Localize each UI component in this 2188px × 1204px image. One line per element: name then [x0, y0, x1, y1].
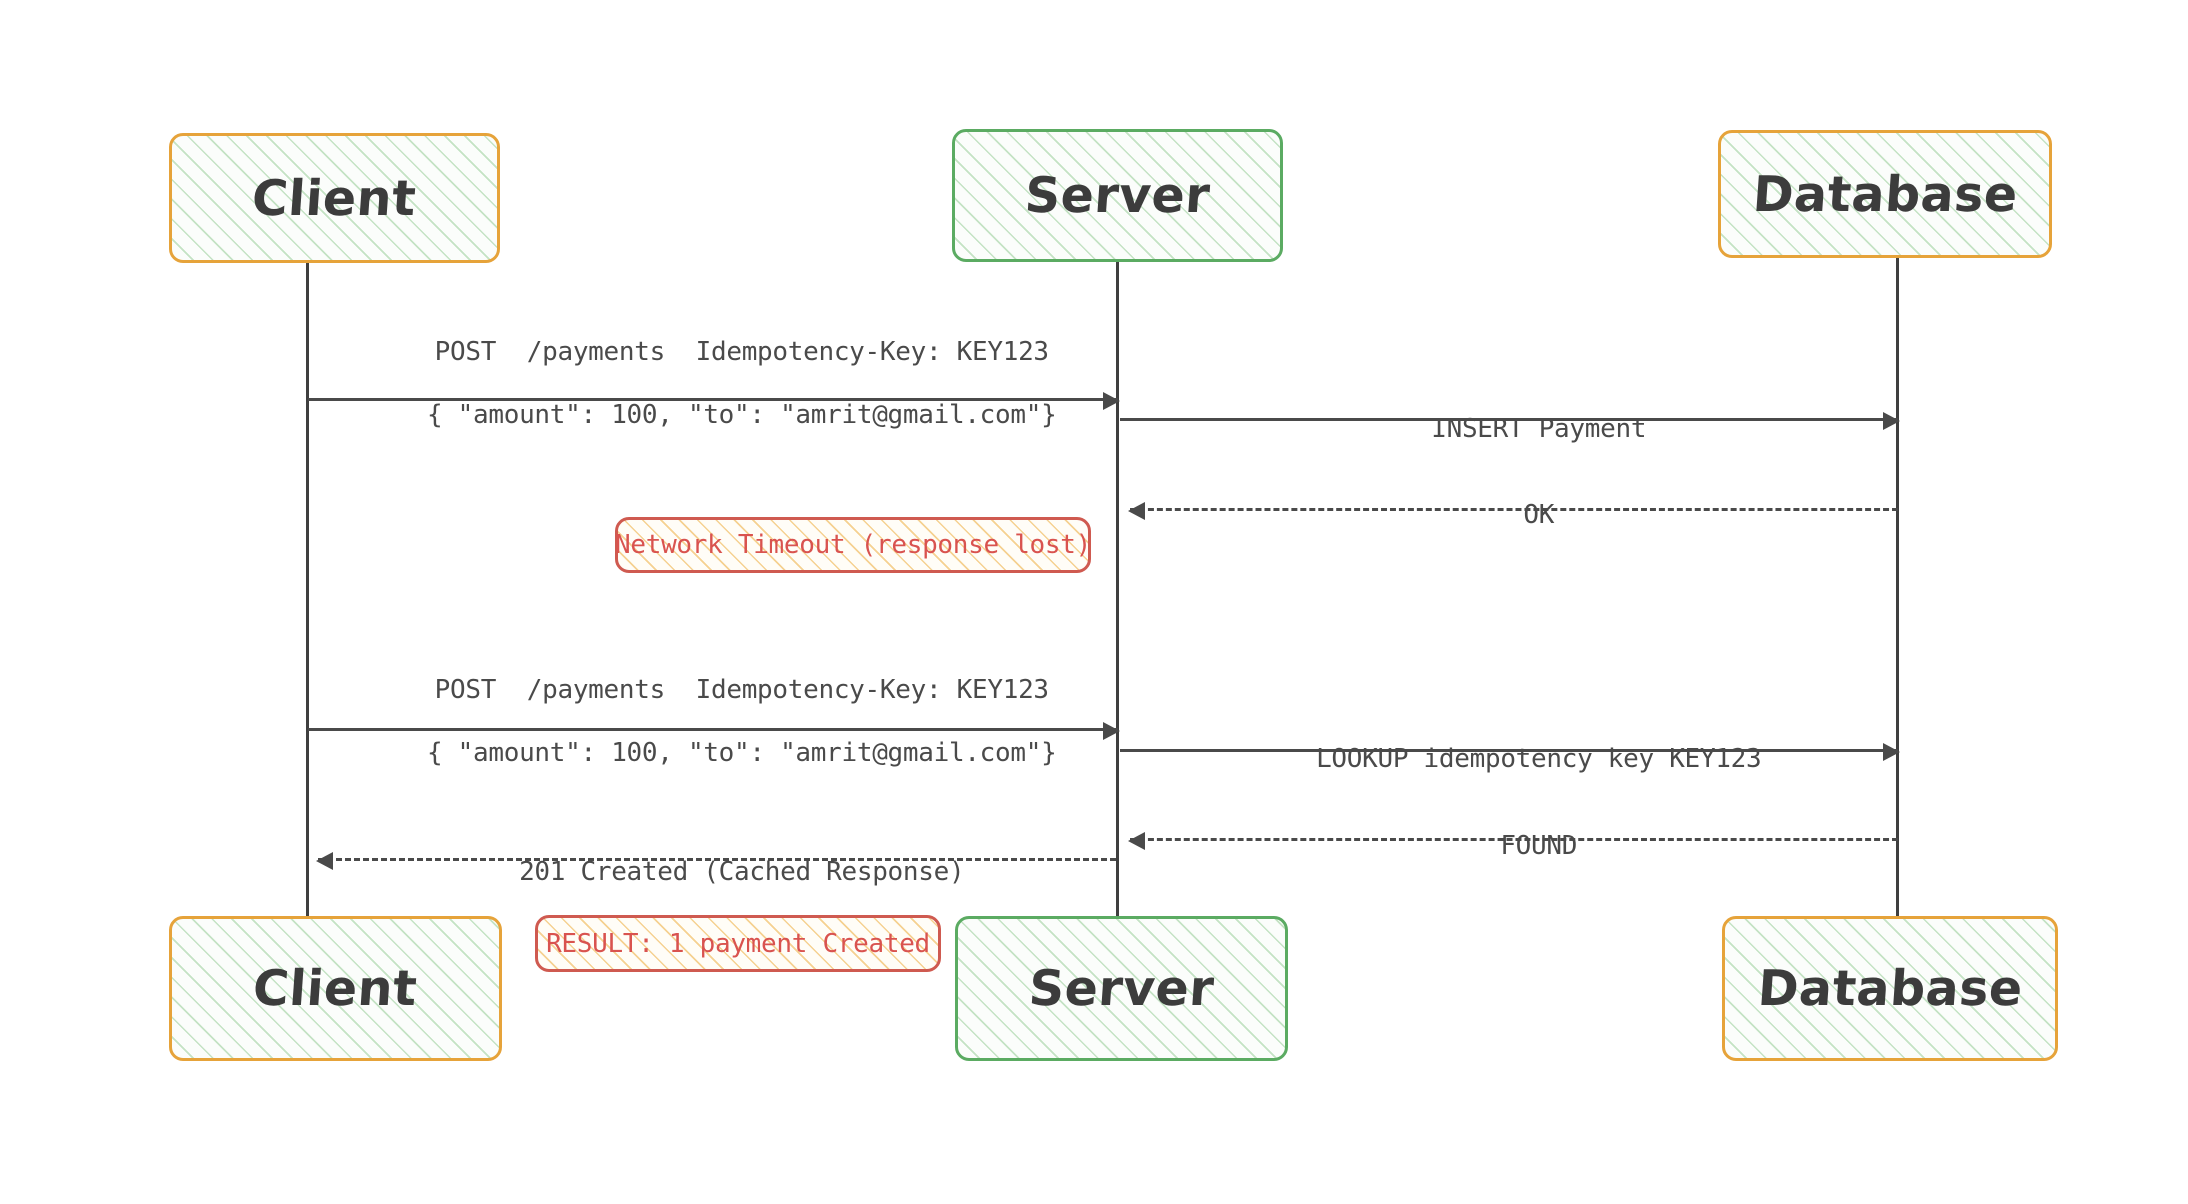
- message-post-payments-1-arrow: [308, 392, 1120, 410]
- message-post-payments-1-label: POST /payments Idempotency-Key: KEY123 {…: [306, 305, 1116, 464]
- message-insert-payment-label: INSERT Payment: [1118, 382, 1898, 477]
- arrowhead-left-icon: [1128, 832, 1145, 850]
- actor-server-top[interactable]: Server: [952, 129, 1283, 262]
- lifeline-client: [306, 262, 309, 916]
- actor-client-bottom-label: Client: [251, 960, 420, 1017]
- note-network-timeout: Network Timeout (response lost): [615, 517, 1091, 573]
- message-created-cached-label: 201 Created (Cached Response): [306, 825, 1116, 920]
- message-created-cached-arrow: [316, 852, 1116, 870]
- message-lookup-idempotency-key-arrow: [1120, 743, 1900, 761]
- actor-client-bottom[interactable]: Client: [169, 916, 502, 1061]
- actor-database-top[interactable]: Database: [1718, 130, 2052, 258]
- message-post-payments-2-line1: POST /payments Idempotency-Key: KEY123: [434, 674, 1049, 705]
- message-ok-arrow: [1128, 502, 1898, 520]
- message-post-payments-1-line1: POST /payments Idempotency-Key: KEY123: [434, 336, 1049, 367]
- message-lookup-idempotency-key-line1: LOOKUP idempotency key KEY123: [1316, 743, 1762, 774]
- message-insert-payment-arrow: [1120, 412, 1900, 430]
- note-result-label: RESULT: 1 payment Created: [546, 928, 930, 959]
- actor-database-bottom-label: Database: [1755, 960, 2025, 1017]
- message-created-cached-line1: 201 Created (Cached Response): [519, 856, 965, 887]
- arrowhead-left-icon: [1128, 502, 1145, 520]
- message-lookup-idempotency-key-label: LOOKUP idempotency key KEY123: [1118, 712, 1898, 807]
- arrowhead-right-icon: [1883, 743, 1900, 761]
- message-post-payments-2-arrow: [308, 722, 1120, 740]
- arrowhead-left-icon: [316, 852, 333, 870]
- actor-server-bottom[interactable]: Server: [955, 916, 1288, 1061]
- message-post-payments-1-line2: { "amount": 100, "to": "amrit@gmail.com"…: [426, 400, 1057, 431]
- arrowhead-right-icon: [1883, 412, 1900, 430]
- note-result: RESULT: 1 payment Created: [535, 915, 941, 972]
- note-network-timeout-label: Network Timeout (response lost): [615, 530, 1091, 560]
- actor-server-bottom-label: Server: [1026, 960, 1217, 1017]
- message-post-payments-2-label: POST /payments Idempotency-Key: KEY123 {…: [306, 643, 1116, 802]
- arrowhead-right-icon: [1103, 392, 1120, 410]
- actor-client-top[interactable]: Client: [169, 133, 500, 263]
- message-ok-line1: OK: [1523, 499, 1555, 530]
- arrowhead-right-icon: [1103, 722, 1120, 740]
- lifeline-database: [1896, 258, 1899, 916]
- actor-database-bottom[interactable]: Database: [1722, 916, 2058, 1061]
- message-found-arrow: [1128, 832, 1898, 850]
- message-ok-label: OK: [1118, 468, 1898, 563]
- message-found-line1: FOUND: [1500, 830, 1578, 861]
- actor-client-top-label: Client: [250, 169, 419, 227]
- message-post-payments-2-line2: { "amount": 100, "to": "amrit@gmail.com"…: [426, 738, 1057, 769]
- actor-server-top-label: Server: [1022, 167, 1213, 224]
- message-found-label: FOUND: [1118, 799, 1898, 894]
- actor-database-top-label: Database: [1750, 165, 2020, 223]
- lifeline-server: [1116, 262, 1119, 916]
